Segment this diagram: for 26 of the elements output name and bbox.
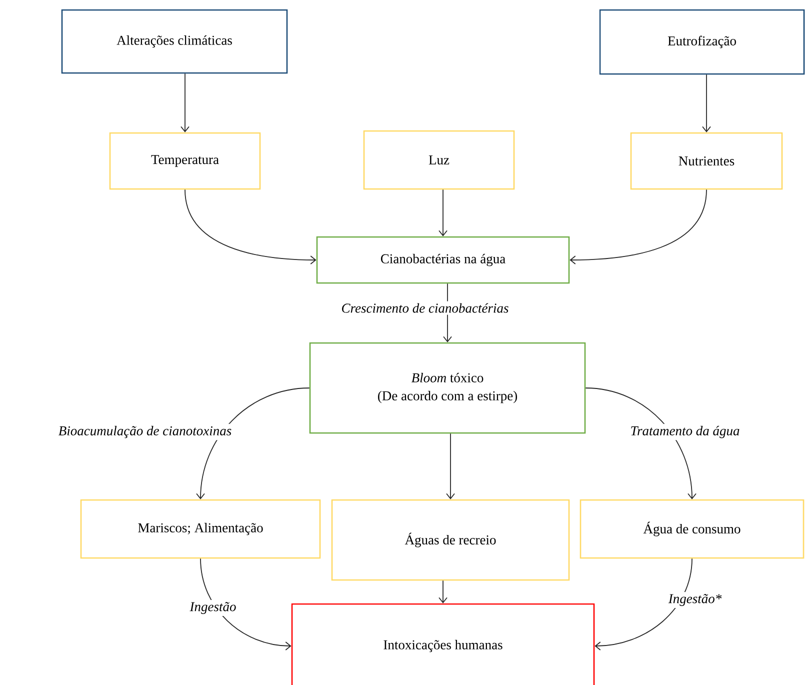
arrow: [594, 558, 692, 650]
arrow: [196, 388, 310, 500]
process-box: Nutrientes: [630, 132, 783, 190]
arrow: [184, 189, 316, 264]
process-box: Água de consumo: [580, 499, 804, 559]
edge-label: Ingestão: [190, 602, 236, 614]
process-box: Cianobactérias na água: [316, 236, 570, 284]
process-box: Bloom tóxico (De acordo com a estirpe): [309, 342, 586, 434]
edge-label: Crescimento de cianobactérias: [342, 303, 508, 313]
process-box: Águas de recreio: [331, 499, 570, 581]
process-box: Temperatura: [109, 132, 261, 190]
arrow: [180, 73, 190, 132]
arrow: [570, 189, 707, 264]
process-box: Mariscos; Alimentação: [80, 499, 321, 559]
edge-label: Bioacumulação de cianotoxinas: [58, 426, 232, 438]
arrow: [585, 388, 696, 500]
arrow: [446, 433, 455, 500]
arrow: [438, 189, 448, 236]
arrow: [702, 74, 711, 132]
process-box: Luz: [363, 130, 515, 190]
edge-label: Tratamento da água: [631, 426, 740, 438]
edge-label: Ingestão*: [668, 594, 722, 606]
arrow: [438, 580, 448, 604]
process-box: Intoxicações humanas: [291, 603, 595, 685]
process-box: Alterações climáticas: [61, 9, 288, 74]
process-box: Eutrofização: [599, 9, 805, 75]
